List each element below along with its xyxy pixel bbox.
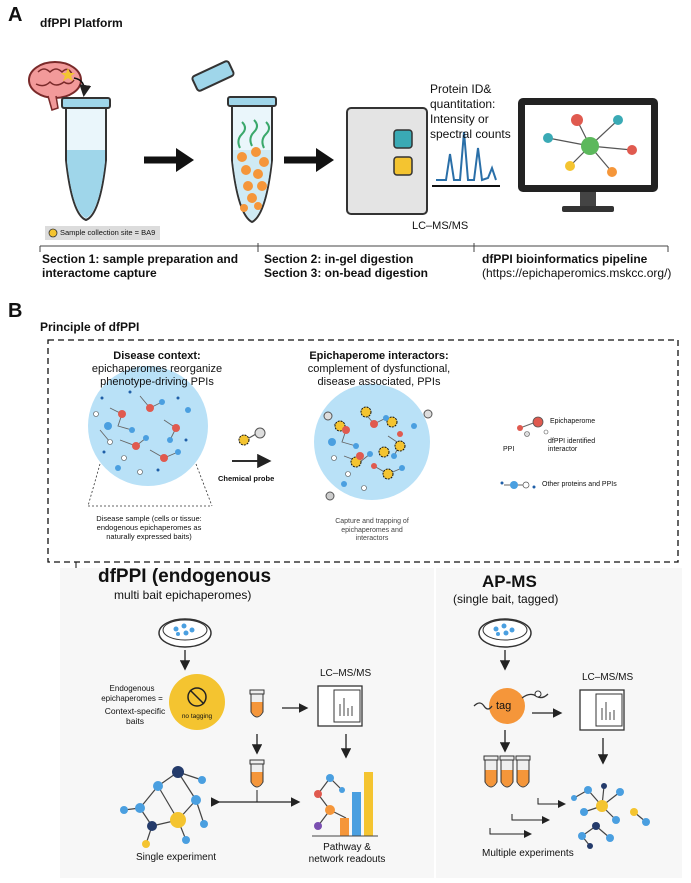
sample-site-label: Sample collection site = BA9 xyxy=(60,228,156,237)
apms-subtitle: (single bait, tagged) xyxy=(453,592,559,606)
chemical-probe-icon xyxy=(238,427,266,446)
multiple-experiments-label: Multiple experiments xyxy=(482,848,574,859)
chemical-probe-label: Chemical probe xyxy=(218,474,275,483)
petri-dish-icon xyxy=(478,618,532,648)
panel-b-letter: B xyxy=(8,300,23,322)
spectrum-icon xyxy=(432,131,500,187)
legend-epichaperome: Epichaperome xyxy=(550,418,596,425)
lcms-instrument-icon xyxy=(317,685,363,727)
captured-sample-icon xyxy=(314,384,433,501)
legend-other-icon xyxy=(500,481,536,489)
sample-site-box xyxy=(45,226,160,240)
legend-epichaperome-icon xyxy=(517,416,549,437)
beads-tube-icon xyxy=(191,60,277,224)
section-bracket xyxy=(39,243,669,252)
legend-other: Other proteins and PPIs xyxy=(542,481,617,488)
legend-identified: dfPPI identified interactor xyxy=(548,438,596,453)
tube-icon xyxy=(249,759,265,788)
section-1-label: Section 1: sample preparation and intera… xyxy=(42,252,239,280)
network-icon xyxy=(571,783,650,849)
pipeline-title: dfPPI bioinformatics pipeline xyxy=(482,252,648,266)
disease-sample-icon xyxy=(88,366,208,486)
staircase-arrows xyxy=(489,798,566,838)
panel-b-title: Principle of dfPPI xyxy=(40,320,140,334)
apms-panel-bg xyxy=(436,568,682,878)
lcms-left-label: LC–MS/MS xyxy=(320,668,372,679)
sample-tube-icon xyxy=(61,97,111,222)
pathway-readout-icon xyxy=(312,772,378,837)
section-2-3-label: Section 2: in-gel digestion Section 3: o… xyxy=(264,252,429,280)
pathway-label: Pathway & network readouts xyxy=(308,842,386,865)
legend-ppi: PPI xyxy=(503,446,515,453)
network-icon xyxy=(120,766,208,848)
endogenous-label: Endogenous epichaperomes = xyxy=(101,684,163,703)
context-baits-label: Context-specific baits xyxy=(104,706,166,726)
mass-spectrometer-icon xyxy=(346,107,428,215)
lcms-instrument-icon xyxy=(579,689,625,731)
yellow-dot-icon xyxy=(48,228,58,238)
tube-icon xyxy=(249,689,265,718)
monitor-icon xyxy=(518,98,658,212)
tag-label: tag xyxy=(496,700,512,712)
capture-caption: Capture and trapping of epichaperomes an… xyxy=(335,518,409,542)
dfppi-subtitle: multi bait epichaperomes) xyxy=(114,588,252,602)
no-tagging-icon xyxy=(169,674,225,730)
single-experiment-label: Single experiment xyxy=(136,852,217,863)
disease-context-text: Disease context: epichaperomes reorganiz… xyxy=(91,350,223,388)
pipeline-url: (https://epichaperomics.mskcc.org/) xyxy=(482,266,672,280)
lcms-label: LC–MS/MS xyxy=(412,220,469,232)
interactors-text: Epichaperome interactors: complement of … xyxy=(307,350,451,388)
dfppi-title: dfPPI (endogenous xyxy=(98,566,272,587)
panel-a-letter: A xyxy=(8,4,23,26)
brain-icon xyxy=(28,61,92,111)
petri-dish-icon xyxy=(158,618,212,648)
disease-sample-caption: Disease sample (cells or tissue: endogen… xyxy=(96,514,202,541)
tag-icon xyxy=(473,688,549,724)
tubes-icon xyxy=(483,755,531,788)
panel-a-title: dfPPI Platform xyxy=(40,16,123,30)
protein-id-label: Protein ID& quantitation: Intensity or s… xyxy=(430,82,511,141)
apms-title: AP-MS xyxy=(482,572,537,591)
principle-box xyxy=(47,339,679,563)
no-tagging-label: no tagging xyxy=(181,713,213,720)
zoom-lines xyxy=(87,463,213,507)
lcms-right-label: LC–MS/MS xyxy=(582,672,634,683)
